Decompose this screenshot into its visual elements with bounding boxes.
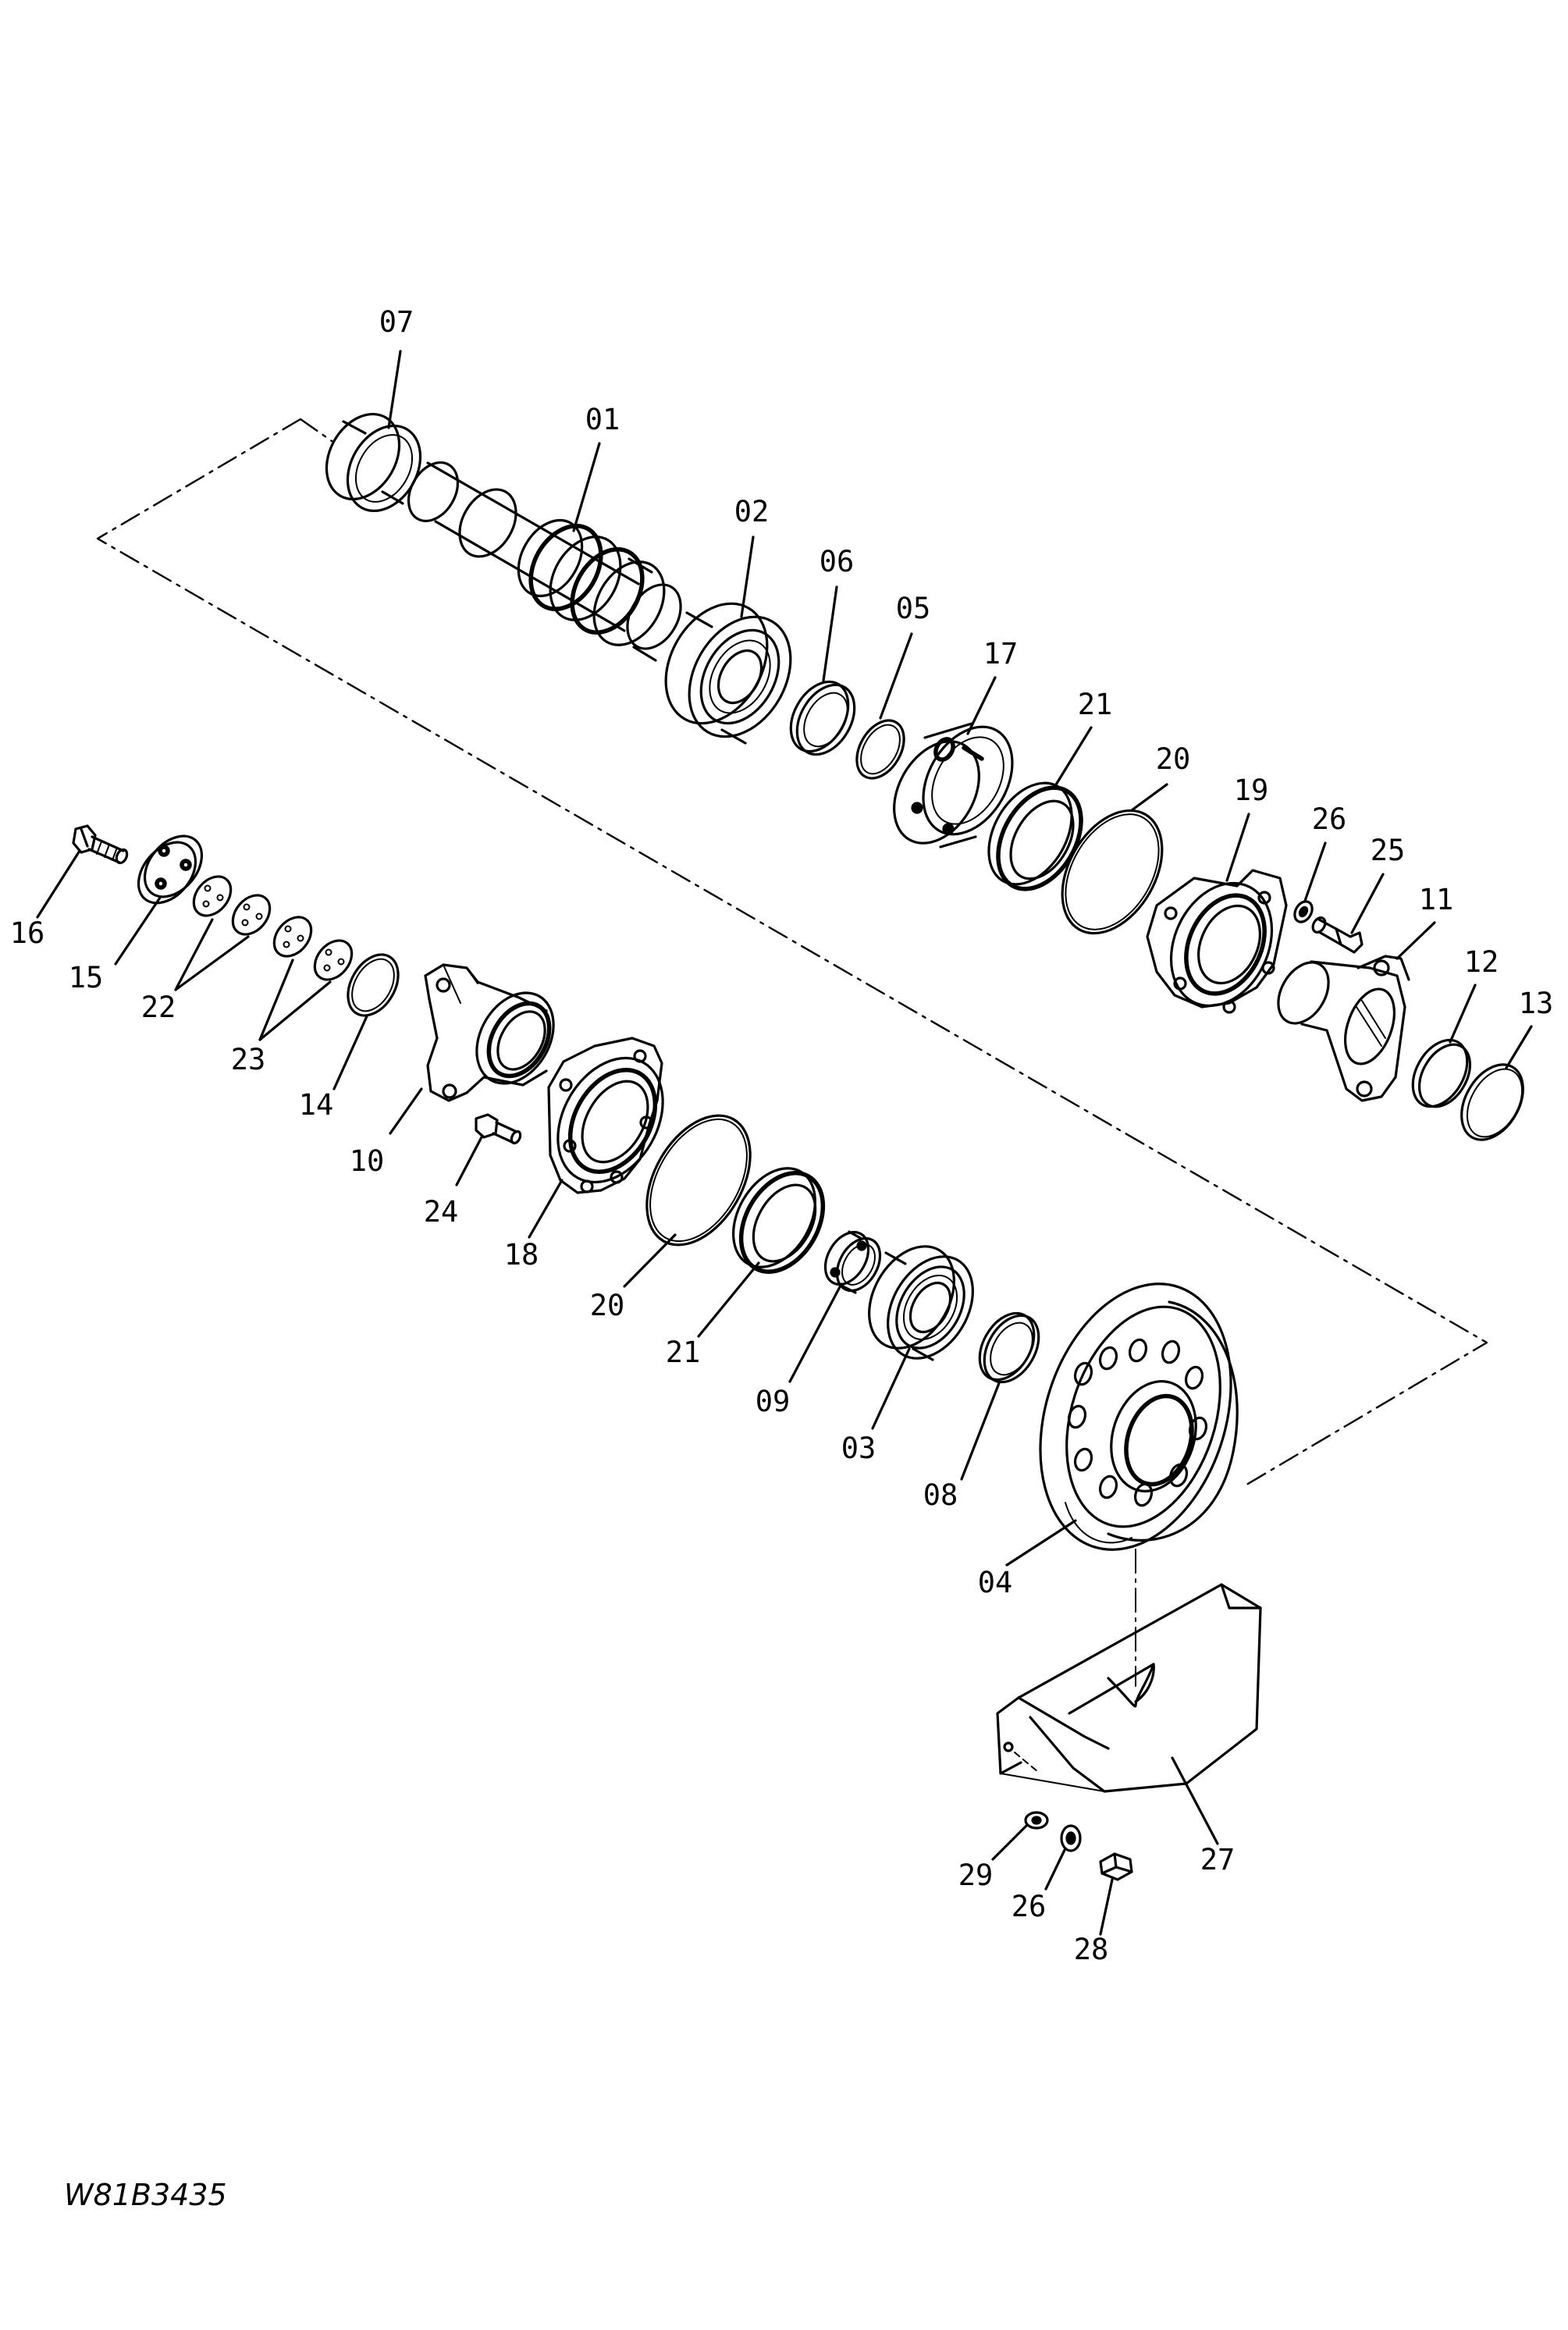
part-26-washer-upper	[1293, 900, 1314, 923]
label-21-upper: 21	[1078, 688, 1113, 721]
label-20-upper: 20	[1156, 742, 1191, 776]
part-09-collar	[823, 1230, 882, 1294]
label-21-lower: 21	[666, 1336, 701, 1369]
part-11-yoke	[1277, 955, 1410, 1102]
part-20-o-ring-lower	[645, 1114, 752, 1247]
part-26-washer-lower	[1060, 1824, 1082, 1852]
label-28: 28	[1074, 1933, 1109, 1966]
part-24-bolt	[475, 1113, 522, 1145]
part-10-yoke	[424, 963, 555, 1102]
label-24: 24	[424, 1195, 459, 1229]
part-01-shaft	[407, 461, 682, 662]
part-07-collar	[325, 412, 422, 513]
label-22: 22	[141, 991, 176, 1024]
label-27: 27	[1200, 1843, 1236, 1876]
label-03: 03	[841, 1432, 876, 1465]
label-25: 25	[1371, 834, 1406, 867]
label-26-upper: 26	[1312, 802, 1347, 836]
part-06-ring	[789, 680, 856, 756]
label-12: 12	[1464, 945, 1499, 979]
label-16: 16	[10, 916, 45, 950]
part-29-washer	[1024, 1811, 1049, 1830]
part-21-seal-upper	[987, 781, 1083, 891]
label-01: 01	[585, 403, 620, 436]
label-06: 06	[820, 545, 855, 578]
part-02-bearing	[664, 602, 792, 745]
label-17: 17	[983, 637, 1019, 671]
part-04-roller	[1039, 1282, 1239, 1551]
part-20-o-ring-upper	[1061, 809, 1164, 935]
part-28-bolt	[1099, 1852, 1133, 1881]
label-20-lower: 20	[590, 1289, 625, 1322]
part-12-ring	[1411, 1038, 1472, 1108]
part-14-ring	[347, 953, 400, 1017]
part-19-housing	[1146, 869, 1288, 1014]
part-17-collar	[893, 722, 1014, 848]
label-13: 13	[1519, 987, 1554, 1020]
part-15-plate	[137, 834, 204, 905]
part-16-bolt	[72, 824, 129, 865]
part-21-seal-lower	[732, 1167, 826, 1274]
label-07: 07	[379, 305, 414, 339]
part-labels: 07 01 02 06 05 17 21 20 19 26 25 11 12 1…	[10, 305, 1554, 1966]
label-19: 19	[1234, 774, 1269, 807]
part-18-housing	[547, 1037, 664, 1194]
label-04: 04	[978, 1566, 1013, 1599]
label-26-lower: 26	[1012, 1890, 1047, 1923]
label-08: 08	[923, 1478, 958, 1512]
part-08-ring	[978, 1311, 1040, 1384]
label-23: 23	[231, 1043, 266, 1076]
label-02: 02	[734, 495, 770, 528]
part-23-shims	[272, 916, 354, 981]
assembly-boundary-line	[96, 418, 1488, 1489]
part-27-guard	[996, 1583, 1262, 1793]
part-25-bolt	[1311, 916, 1364, 954]
label-15: 15	[69, 961, 104, 994]
leader-lines	[36, 350, 1533, 1936]
label-14: 14	[299, 1088, 334, 1122]
label-18: 18	[504, 1238, 539, 1272]
label-29: 29	[958, 1859, 994, 1892]
label-10: 10	[350, 1144, 385, 1178]
part-13-ring	[1460, 1063, 1524, 1141]
part-03-bearing	[868, 1245, 974, 1361]
label-11: 11	[1419, 883, 1454, 916]
part-22-shims	[192, 875, 272, 936]
drawing-code: W81B3435	[64, 2178, 227, 2212]
part-05-snap-ring	[855, 719, 905, 780]
label-09: 09	[756, 1385, 791, 1418]
label-05: 05	[896, 592, 931, 625]
